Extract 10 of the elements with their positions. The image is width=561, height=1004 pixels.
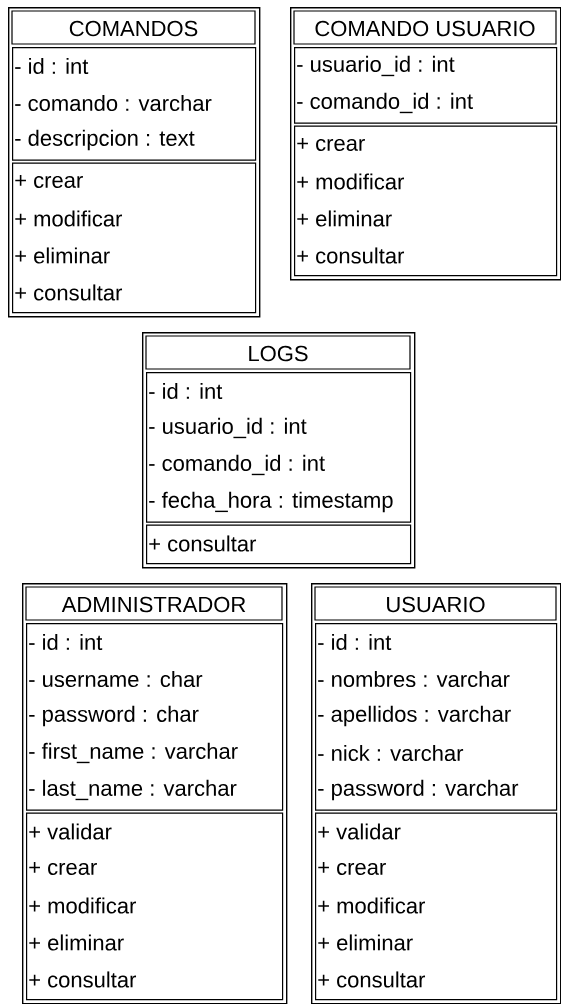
attribute-compartment: - usuario_id : int - comando_id : int [294,47,558,124]
method-compartment: + crear + modificar + eliminar + consultar [294,125,558,277]
attribute-compartment: - id : int - nombres : varchar - apellidos : varchar - nick : varchar - password : varchar [315,623,558,811]
attribute-compartment: - id : int - username : char - password : char - first_name : varchar - last_name : varchar [26,623,284,811]
method-compartment: + consultar [146,524,412,565]
method-compartment: + validar + crear + modificar + eliminar + consultar [26,812,284,1001]
method-compartment: + validar + crear + modificar + eliminar + consultar [315,812,558,1001]
attribute-compartment: - id : int - comando : varchar - descripcion : text [12,47,257,161]
method-compartment: + crear + modificar + eliminar + consultar [12,162,257,314]
attribute-compartment: - id : int - usuario_id : int - comando_id : int - fecha_hora : timestamp [146,372,412,523]
